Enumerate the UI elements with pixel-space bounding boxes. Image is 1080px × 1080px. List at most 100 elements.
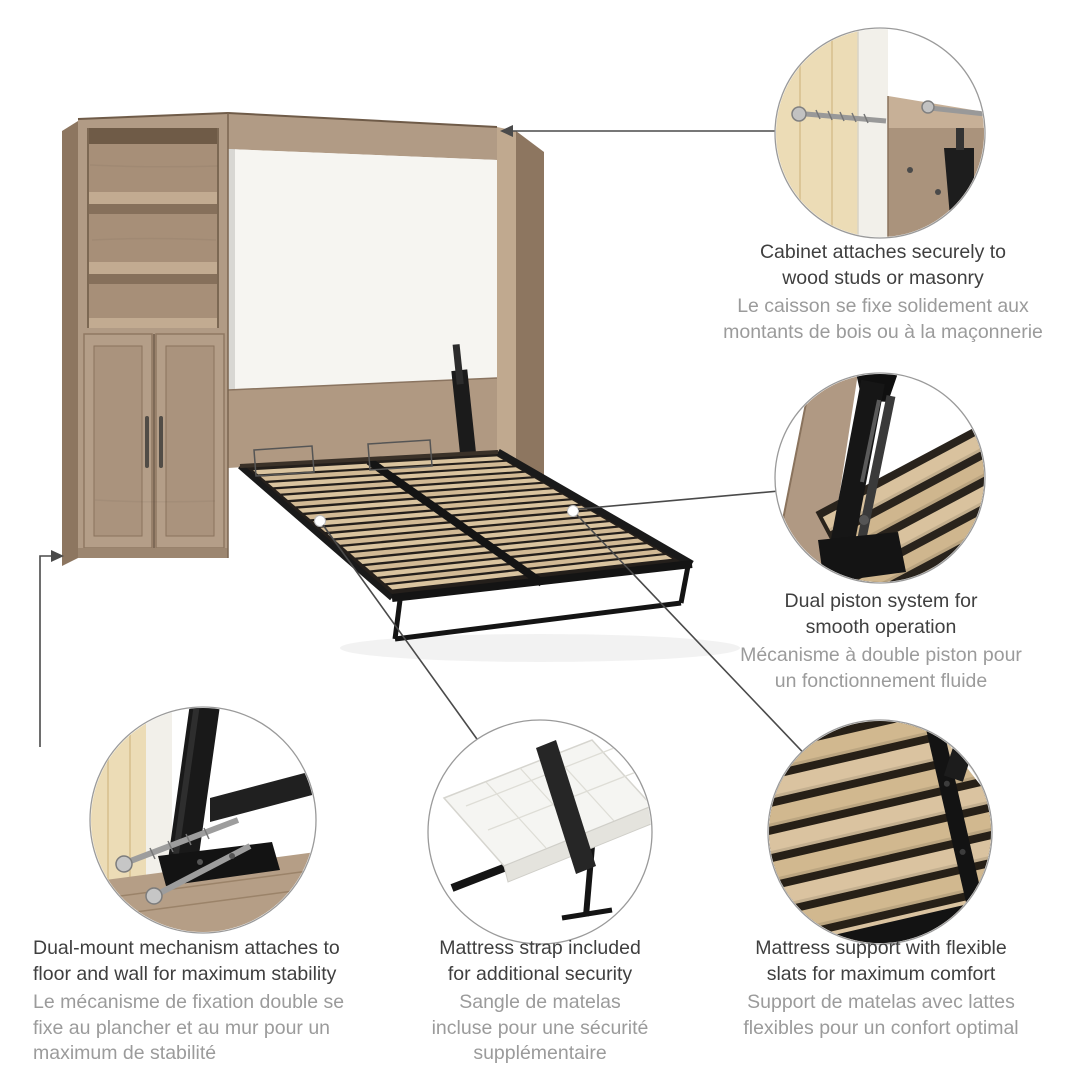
- piston-top-bracket: [944, 148, 974, 237]
- callout-mattress-strap: [427, 719, 653, 945]
- interior-back-wall: [228, 149, 497, 390]
- foot-edge: [391, 560, 693, 602]
- floor-shadow: [340, 634, 740, 662]
- caption-line: maximum de stabilité: [33, 1042, 217, 1064]
- caption-line: Mattress support with flexible: [755, 937, 1007, 959]
- rail-bolt: [959, 848, 966, 855]
- piston-rod: [956, 128, 964, 150]
- hardware-outline: [367, 439, 433, 471]
- leader-line-dual-mount: [39, 555, 58, 747]
- caption-line: wood studs or masonry: [782, 266, 984, 289]
- screw-head: [921, 100, 935, 114]
- interior-panel-edge: [227, 377, 498, 391]
- right-panel-side: [516, 131, 544, 560]
- rail-bolt: [928, 712, 935, 719]
- center-rail: [914, 721, 991, 936]
- upright-bracket: [168, 708, 221, 864]
- caption-line: supplémentaire: [473, 1042, 607, 1064]
- shelf-shadow: [88, 274, 218, 284]
- wood-grain: [89, 164, 219, 503]
- caption-line: Mécanisme à double piston pour: [740, 644, 1022, 666]
- arrowhead-right-icon: [51, 550, 64, 562]
- caption-dual-mount: Dual-mount mechanism attaches to floor an…: [33, 936, 401, 1067]
- slat-shade: [840, 467, 984, 553]
- callout-circle-border: [774, 372, 986, 584]
- pivot-bolt: [859, 515, 869, 525]
- plate-bolt: [197, 859, 203, 865]
- screw-dot: [935, 189, 941, 195]
- caption-line: Support de matelas avec lattes: [747, 991, 1015, 1013]
- shelf-top-shadow: [88, 128, 218, 144]
- caption-line: Dual-mount mechanism attaches to: [33, 937, 340, 959]
- lag-screw-shaft: [805, 111, 887, 124]
- caption-line: flexibles pour un confort optimal: [743, 1016, 1019, 1039]
- open-shelves: [87, 128, 219, 328]
- header-panel: [228, 113, 497, 160]
- anchor-dot: [314, 515, 326, 527]
- mattress-strap-band: [536, 740, 596, 874]
- screw-threads: [149, 827, 210, 860]
- piston-cylinder: [828, 379, 885, 559]
- leader-line-mattress-strap: [322, 524, 488, 754]
- leg-foot: [561, 907, 613, 921]
- caption-slat-support: Mattress support with flexible slats for …: [700, 936, 1062, 1041]
- cabinet-panel: [776, 374, 858, 582]
- caption-line: Le caisson se fixe solidement aux: [737, 295, 1029, 317]
- pivot-bracket: [818, 532, 906, 582]
- arrowhead-left-icon: [500, 125, 513, 137]
- storage-cabinet: [62, 112, 229, 566]
- shelf-bottom-board: [88, 318, 218, 328]
- caption-line: slats for maximum comfort: [766, 962, 996, 985]
- callout-dual-mount: [89, 706, 317, 934]
- mattress-strap-detail-illustration: [442, 739, 651, 921]
- dual-mount-detail-illustration: [91, 708, 315, 932]
- caption-line: Cabinet attaches securely to: [759, 241, 1007, 263]
- lag-screw-shaft: [126, 817, 240, 865]
- caption-fr: Support de matelas avec lattes flexibles …: [700, 990, 1062, 1041]
- shelf-board: [88, 262, 218, 274]
- cabinet-side: [888, 128, 984, 237]
- cabinet-doors: [83, 333, 225, 549]
- caption-line: Dual piston system for: [784, 590, 978, 612]
- cabinet-left-side-panel: [62, 121, 78, 566]
- left-rail: [238, 463, 394, 601]
- caption-line: montants de bois ou à la maçonnerie: [723, 320, 1043, 343]
- door-handle: [145, 416, 149, 468]
- wood-stud: [776, 29, 858, 237]
- caption-line: Mattress strap included: [439, 937, 641, 959]
- shelf-board: [88, 192, 218, 204]
- bed-deck: [238, 439, 694, 642]
- plate-bolt: [229, 853, 235, 859]
- callout-circle-border: [89, 706, 317, 934]
- piston-arm: [451, 369, 477, 463]
- header-top-edge: [227, 112, 498, 128]
- leader-line-piston: [577, 489, 791, 510]
- caption-fr: Le caisson se fixe solidement aux montant…: [702, 294, 1064, 345]
- wall-strip: [858, 29, 888, 237]
- interior-left-shadow: [228, 149, 235, 390]
- caption-line: floor and wall for maximum stability: [33, 962, 337, 985]
- anchor-dot: [567, 505, 579, 517]
- center-rail: [366, 457, 545, 587]
- caption-line: incluse pour une sécurité: [431, 1016, 649, 1039]
- piston-rod: [452, 344, 464, 385]
- caption-line: fixe au plancher et au mur pour un: [33, 1016, 331, 1039]
- left-door-panel: [93, 345, 143, 537]
- piston-sheen: [860, 399, 881, 483]
- screw-head: [115, 855, 133, 873]
- quilt-lines: [465, 747, 637, 849]
- lag-screw-shaft: [929, 105, 984, 117]
- caption-line: un fonctionnement fluide: [774, 669, 988, 692]
- cabinet-top-edge: [77, 112, 229, 120]
- screw-head: [791, 106, 807, 122]
- rail-bolt: [943, 780, 950, 787]
- caption-fr: Mécanisme à double piston pour un fonctio…: [700, 643, 1062, 694]
- right-door-panel: [165, 345, 215, 537]
- callout-circle-border: [767, 719, 993, 945]
